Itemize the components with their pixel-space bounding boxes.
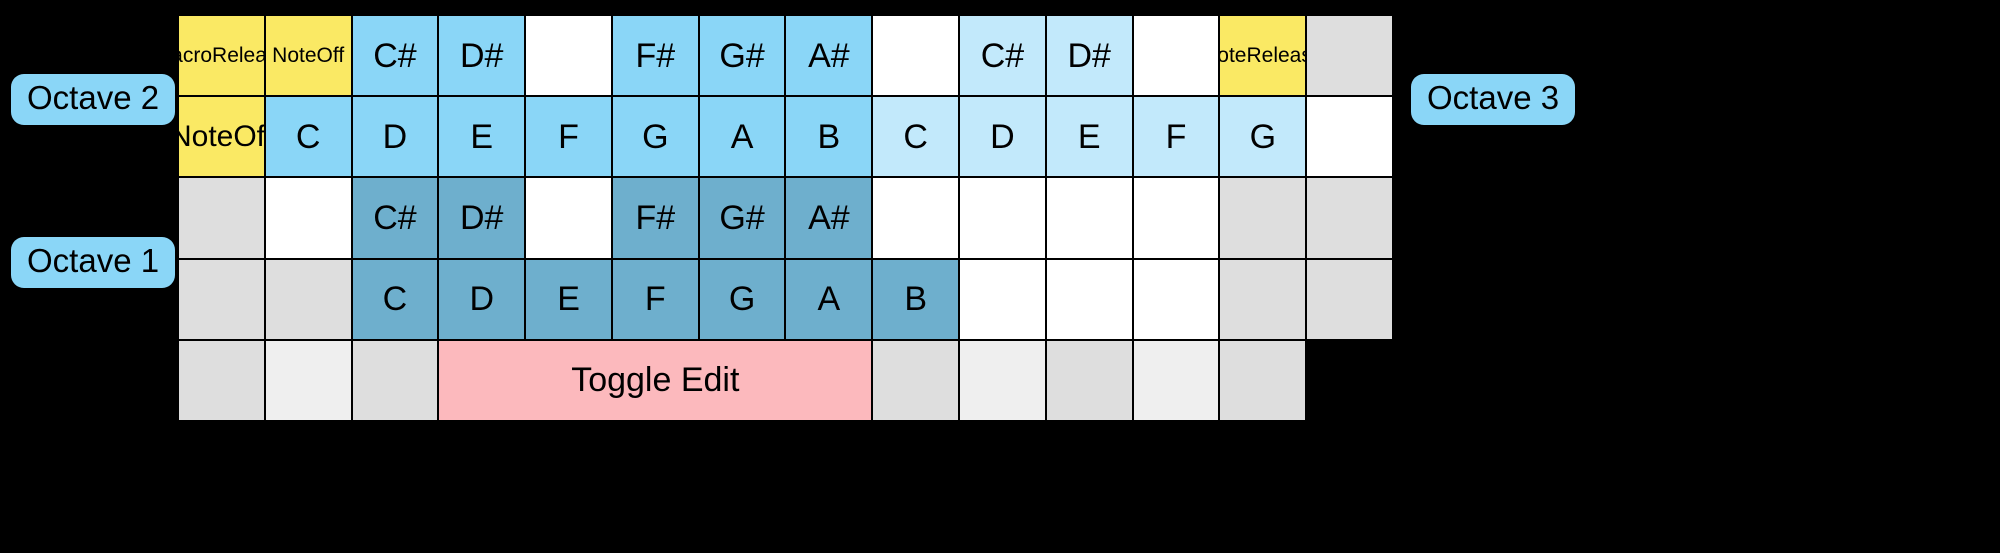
key-blank-r3-c9[interactable]	[871, 176, 961, 260]
key-a[interactable]: A	[784, 257, 874, 341]
key-blank-r3-c11[interactable]	[1044, 176, 1134, 260]
key-blank-r5-c1[interactable]	[177, 338, 266, 422]
key-c-sharp[interactable]: C#	[958, 14, 1047, 98]
key-d[interactable]: D	[350, 95, 440, 179]
key-blank-r5-c5[interactable]	[871, 338, 961, 422]
key-blank-r4-c1[interactable]	[177, 257, 266, 341]
key-blank-r4-c10[interactable]	[958, 257, 1047, 341]
key-f-sharp[interactable]: F#	[610, 176, 700, 260]
key-blank-r1-c9[interactable]	[871, 14, 961, 98]
key-blank-r4-c13[interactable]	[1218, 257, 1308, 341]
key-b[interactable]: B	[871, 257, 961, 341]
key-blank-r3-c14[interactable]	[1305, 176, 1394, 260]
key-d[interactable]: D	[437, 257, 527, 341]
key-f[interactable]: F	[1131, 95, 1221, 179]
octave-label-1: Octave 1	[11, 237, 176, 288]
key-c[interactable]: C	[350, 257, 440, 341]
key-f-sharp[interactable]: F#	[610, 14, 700, 98]
key-blank-r4-c11[interactable]	[1044, 257, 1134, 341]
key-f[interactable]: F	[524, 95, 613, 179]
key-blank-r2-c14[interactable]	[1305, 95, 1394, 179]
octave-label-2: Octave 2	[11, 74, 176, 125]
key-blank-r3-c1[interactable]	[177, 176, 266, 260]
key-macro-release[interactable]: MacroRelease	[177, 14, 266, 98]
key-blank-r4-c12[interactable]	[1131, 257, 1221, 341]
key-blank-r5-c6[interactable]	[958, 338, 1047, 422]
key-g-sharp[interactable]: G#	[697, 176, 787, 260]
key-c[interactable]: C	[263, 95, 353, 179]
key-blank-r4-c2[interactable]	[263, 257, 353, 341]
key-g[interactable]: G	[610, 95, 700, 179]
key-toggle-edit[interactable]: Toggle Edit	[437, 338, 874, 422]
key-f[interactable]: F	[610, 257, 700, 341]
key-blank-r5-c8[interactable]	[1131, 338, 1221, 422]
key-d-sharp[interactable]: D#	[1044, 14, 1134, 98]
midi-keyboard-map[interactable]: MacroReleaseNoteOffC#D#F#G#A#C#D#NoteRel…	[175, 12, 1396, 424]
key-g[interactable]: G	[697, 257, 787, 341]
key-blank-r3-c5[interactable]	[524, 176, 613, 260]
key-blank-r3-c13[interactable]	[1218, 176, 1308, 260]
key-blank-r5-c9[interactable]	[1218, 338, 1308, 422]
key-g-sharp[interactable]: G#	[697, 14, 787, 98]
key-d-sharp[interactable]: D#	[437, 176, 527, 260]
key-g[interactable]: G	[1218, 95, 1308, 179]
key-blank-r5-c2[interactable]	[263, 338, 353, 422]
key-a-sharp[interactable]: A#	[784, 14, 874, 98]
key-blank-r4-c14[interactable]	[1305, 257, 1394, 341]
key-a[interactable]: A	[697, 95, 787, 179]
key-e[interactable]: E	[437, 95, 527, 179]
key-blank-r1-c12[interactable]	[1131, 14, 1221, 98]
key-a-sharp[interactable]: A#	[784, 176, 874, 260]
key-blank-r3-c10[interactable]	[958, 176, 1047, 260]
key-e[interactable]: E	[524, 257, 613, 341]
key-c-sharp[interactable]: C#	[350, 176, 440, 260]
key-blank-r5-c3[interactable]	[350, 338, 440, 422]
key-b[interactable]: B	[784, 95, 874, 179]
key-blank-r1-c5[interactable]	[524, 14, 613, 98]
key-e[interactable]: E	[1044, 95, 1134, 179]
key-blank-r5-c7[interactable]	[1044, 338, 1134, 422]
key-c-sharp[interactable]: C#	[350, 14, 440, 98]
key-d[interactable]: D	[958, 95, 1047, 179]
key-d-sharp[interactable]: D#	[437, 14, 527, 98]
key-blank-r3-c12[interactable]	[1131, 176, 1221, 260]
key-note-release[interactable]: NoteRelease	[1218, 14, 1308, 98]
key-blank-r3-c2[interactable]	[263, 176, 353, 260]
octave-label-3: Octave 3	[1411, 74, 1576, 125]
key-c[interactable]: C	[871, 95, 961, 179]
key-blank-r1-c14[interactable]	[1305, 14, 1394, 98]
